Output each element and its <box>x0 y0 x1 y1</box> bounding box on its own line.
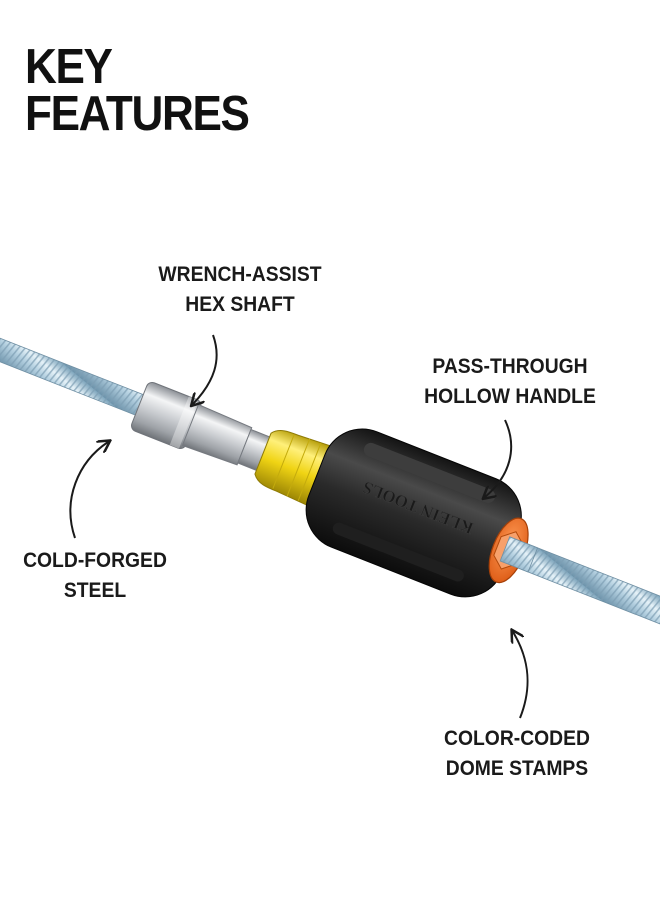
callout-line: HOLLOW HANDLE <box>424 385 596 408</box>
black-handle: KLEIN TOOLS <box>305 428 522 598</box>
threaded-rod-left <box>0 337 158 422</box>
curved-arrow-icon <box>485 419 513 497</box>
tool-assembly: KLEIN TOOLS <box>0 337 660 632</box>
callout-wrench-assist-hex-shaft: WRENCH-ASSIST HEX SHAFT <box>148 260 332 320</box>
callout-line: PASS-THROUGH <box>432 355 588 378</box>
curved-arrow-icon <box>193 334 218 404</box>
hex-shaft <box>181 403 273 472</box>
callout-line: STEEL <box>63 579 127 602</box>
curved-arrow-icon <box>69 442 108 539</box>
callout-line: DOME STAMPS <box>445 757 589 780</box>
dome-stamp-cap <box>488 517 539 584</box>
callout-pass-through-hollow-handle: PASS-THROUGH HOLLOW HANDLE <box>409 352 611 412</box>
page-title-line-1: KEY <box>25 40 113 94</box>
callout-line: WRENCH-ASSIST <box>158 263 322 286</box>
callout-color-coded-dome-stamps: COLOR-CODED DOME STAMPS <box>420 724 613 784</box>
page-title: KEY FEATURES <box>25 40 250 141</box>
callout-cold-forged-steel: COLD-FORGED STEEL <box>17 546 173 606</box>
curved-arrow-icon <box>513 632 529 719</box>
callout-line: HEX SHAFT <box>185 293 295 316</box>
page-title-line-2: FEATURES <box>25 87 250 141</box>
callout-line: COLD-FORGED <box>23 549 167 572</box>
callout-line: COLOR-CODED <box>444 727 590 750</box>
